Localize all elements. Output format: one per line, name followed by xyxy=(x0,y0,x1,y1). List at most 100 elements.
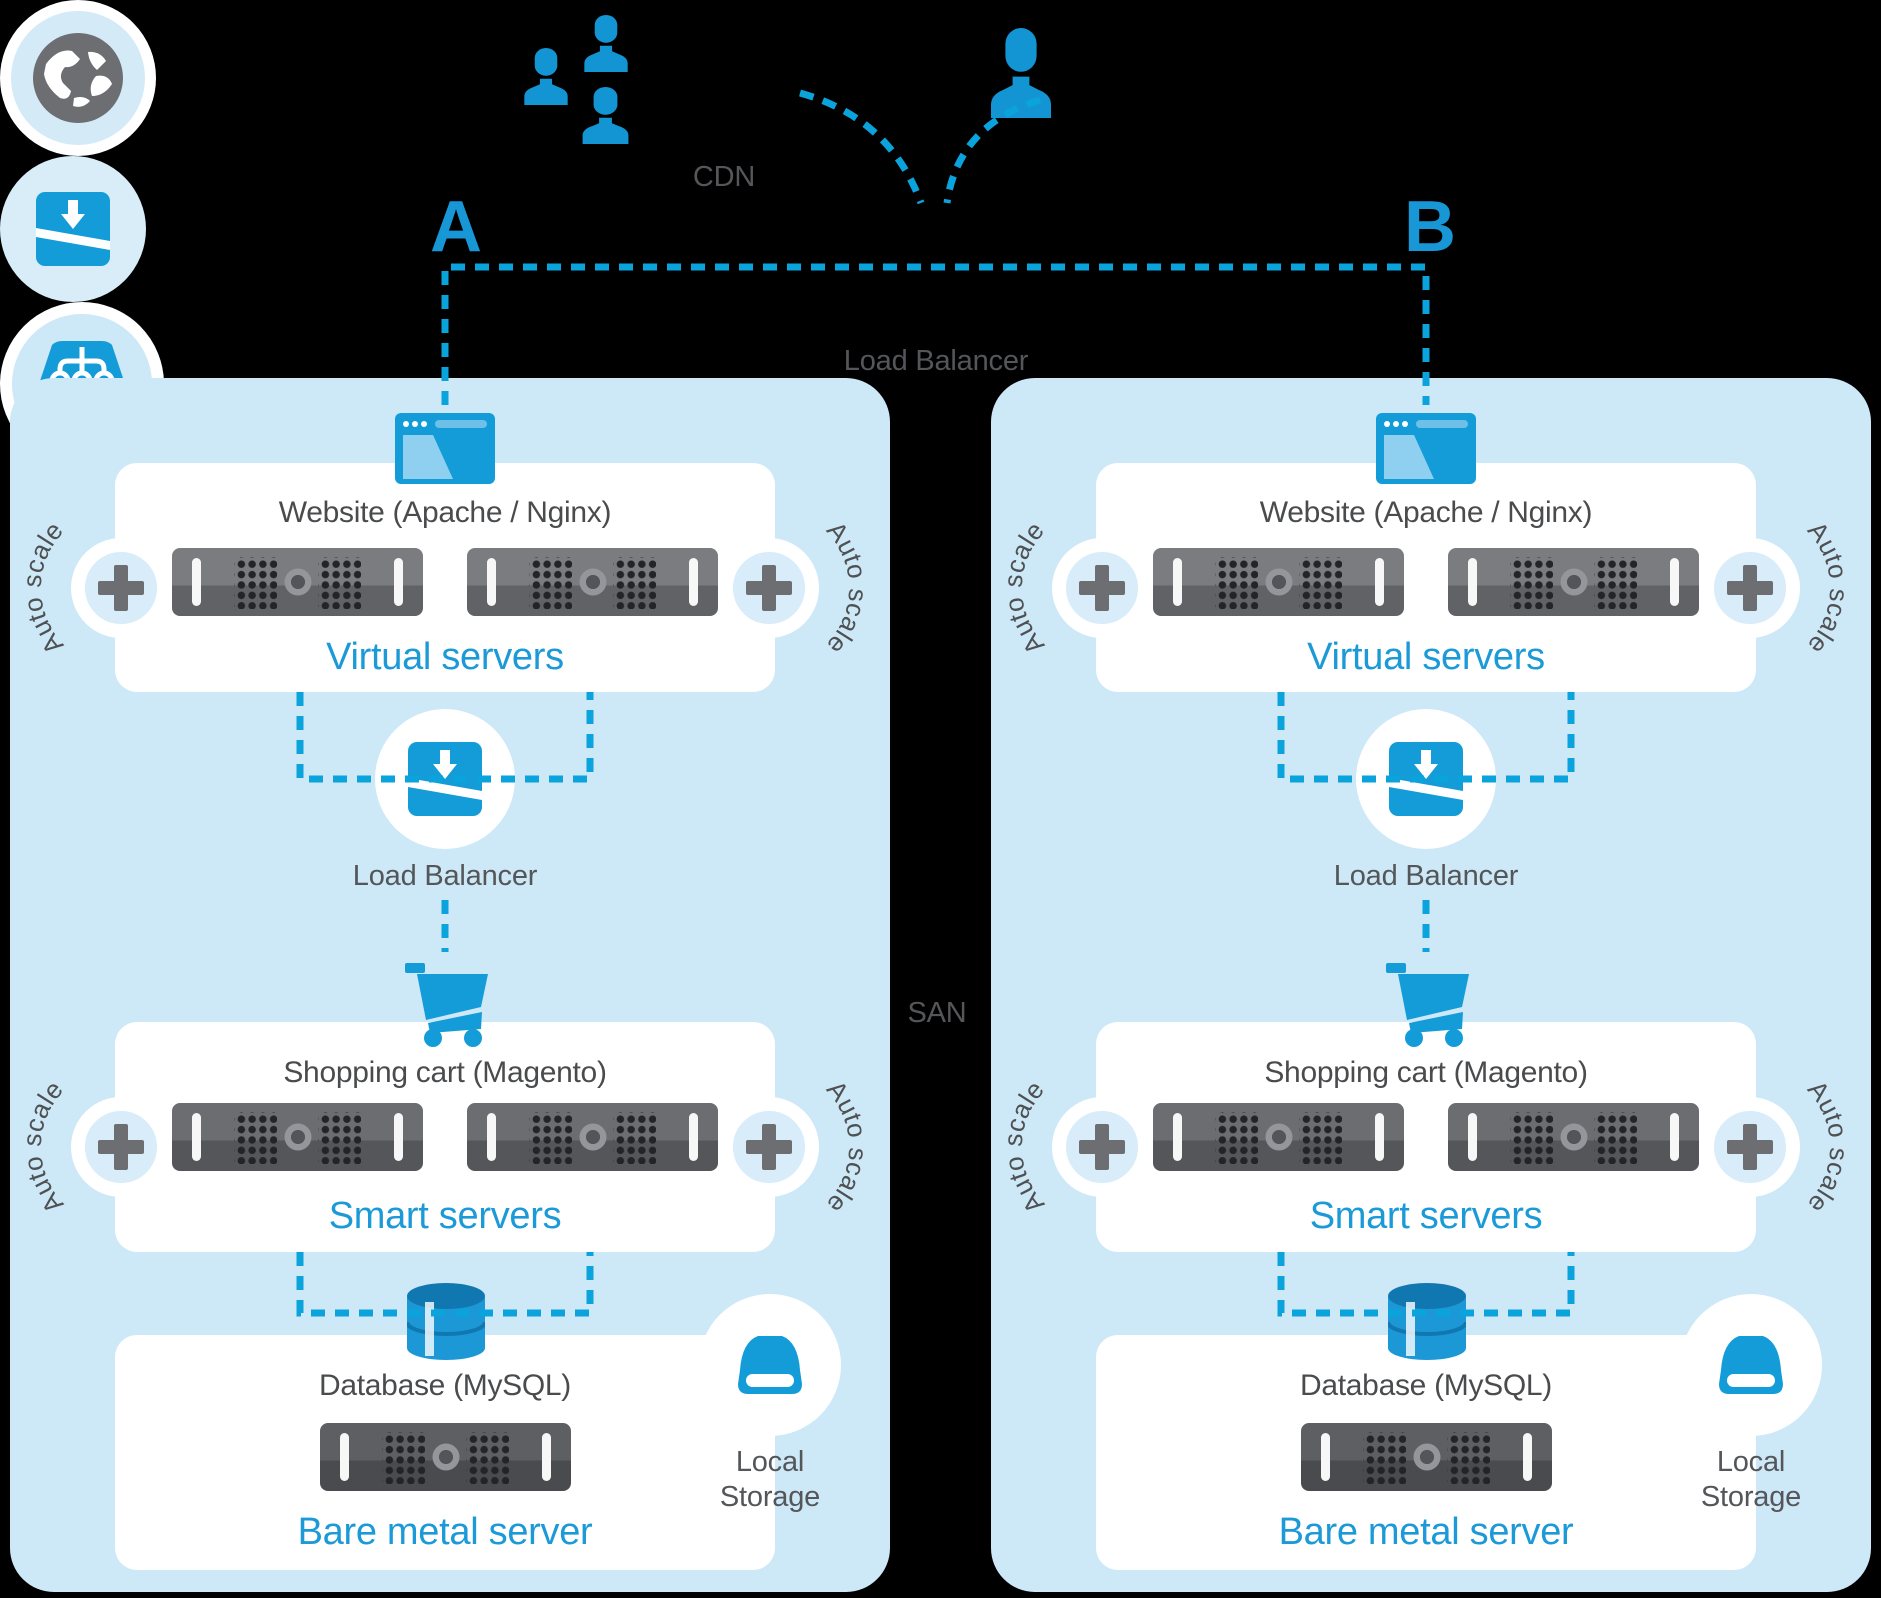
cdn-icon xyxy=(0,0,156,156)
bare-metal-label: Bare metal server xyxy=(297,1511,593,1553)
load-balancer-icon xyxy=(0,156,146,302)
server-vents xyxy=(1510,557,1553,609)
plus-icon xyxy=(1079,1124,1125,1170)
server-rack xyxy=(1153,1103,1404,1171)
plus-icon xyxy=(1727,565,1773,611)
plus-icon xyxy=(1079,565,1125,611)
server-vents xyxy=(318,1112,361,1164)
auto-scale-label: Auto scale xyxy=(1802,1075,1854,1220)
load-balancer-label: Load Balancer xyxy=(352,860,538,892)
branch-a-label: A xyxy=(430,187,482,267)
svg-text:Auto scale: Auto scale xyxy=(821,1075,873,1220)
local-storage-icon xyxy=(699,1294,841,1436)
shopping-cart-icon xyxy=(405,963,488,1047)
server-knob xyxy=(1265,568,1292,596)
server-vents xyxy=(234,1112,277,1164)
user-icon xyxy=(524,48,568,105)
database-title: Database (MySQL) xyxy=(319,1369,571,1402)
hard-drive-icon xyxy=(1719,1336,1783,1394)
server-knob xyxy=(284,568,311,596)
svg-text:Auto scale: Auto scale xyxy=(821,516,873,661)
auto-scale-plus-icon xyxy=(71,1097,171,1197)
smart-servers-label: Smart servers xyxy=(328,1195,562,1237)
svg-text:Auto scale: Auto scale xyxy=(998,1074,1050,1219)
shopping-cart-icon xyxy=(1386,963,1469,1047)
users-group-icon xyxy=(515,10,640,145)
server-vents xyxy=(1594,1112,1637,1164)
auto-scale-label: Auto scale xyxy=(821,516,873,661)
browser-icon xyxy=(395,413,495,484)
server-rack xyxy=(1448,548,1699,616)
globe-icon xyxy=(33,33,123,123)
server-rack xyxy=(172,1103,423,1171)
server-knob xyxy=(1413,1443,1440,1471)
server-vents xyxy=(529,557,572,609)
server-vents xyxy=(1510,1112,1553,1164)
server-vents xyxy=(382,1432,425,1484)
server-vents xyxy=(1215,557,1258,609)
svg-text:Auto scale: Auto scale xyxy=(1802,1075,1854,1220)
server-knob xyxy=(1265,1123,1292,1151)
server-vents xyxy=(1447,1432,1490,1484)
infrastructure-panel-b: Website (Apache / Nginx) Virtual servers… xyxy=(991,378,1871,1592)
auto-scale-label: Auto scale xyxy=(998,1074,1050,1219)
server-vents xyxy=(234,557,277,609)
plus-icon xyxy=(1727,1124,1773,1170)
svg-text:Auto scale: Auto scale xyxy=(17,1074,69,1219)
auto-scale-label: Auto scale xyxy=(821,1075,873,1220)
auto-scale-plus-icon xyxy=(1052,538,1152,638)
auto-scale-plus-icon xyxy=(719,538,819,638)
server-rack xyxy=(467,1103,718,1171)
server-rack xyxy=(467,548,718,616)
hard-drive-icon xyxy=(738,1336,802,1394)
server-knob xyxy=(1560,1123,1587,1151)
user-icon xyxy=(582,87,629,144)
server-vents xyxy=(466,1432,509,1484)
local-storage-label-line1: Local xyxy=(1716,1446,1786,1478)
auto-scale-plus-icon xyxy=(1700,538,1800,638)
cdn-label: CDN xyxy=(692,161,756,193)
local-storage-icon xyxy=(1680,1294,1822,1436)
server-rack xyxy=(1448,1103,1699,1171)
server-rack xyxy=(1301,1423,1552,1491)
server-vents xyxy=(1299,1112,1342,1164)
website-title: Website (Apache / Nginx) xyxy=(278,496,612,529)
server-vents xyxy=(613,1112,656,1164)
load-balancer-label: Load Balancer xyxy=(843,345,1029,377)
database-icon xyxy=(407,1283,485,1360)
shopping-cart-title: Shopping cart (Magento) xyxy=(1264,1056,1588,1089)
svg-text:Auto scale: Auto scale xyxy=(17,515,69,660)
local-storage-label-line2: Storage xyxy=(719,1481,821,1513)
user-icon xyxy=(584,15,628,72)
shopping-cart-title: Shopping cart (Magento) xyxy=(283,1056,607,1089)
server-vents xyxy=(529,1112,572,1164)
infrastructure-panel-a: Website (Apache / Nginx) Virtual servers… xyxy=(10,378,890,1592)
server-rack xyxy=(320,1423,571,1491)
auto-scale-label: Auto scale xyxy=(17,515,69,660)
virtual-servers-label: Virtual servers xyxy=(326,636,564,678)
website-title: Website (Apache / Nginx) xyxy=(1259,496,1593,529)
svg-text:Auto scale: Auto scale xyxy=(998,515,1050,660)
plus-icon xyxy=(746,1124,792,1170)
server-knob xyxy=(579,1123,606,1151)
database-icon xyxy=(1388,1283,1466,1360)
auto-scale-label: Auto scale xyxy=(998,515,1050,660)
svg-text:Auto scale: Auto scale xyxy=(1802,516,1854,661)
server-vents xyxy=(1299,557,1342,609)
browser-icon xyxy=(1376,413,1476,484)
server-rack xyxy=(172,548,423,616)
plus-icon xyxy=(746,565,792,611)
auto-scale-label: Auto scale xyxy=(17,1074,69,1219)
bare-metal-label: Bare metal server xyxy=(1278,1511,1574,1553)
auto-scale-plus-icon xyxy=(71,538,171,638)
san-label: SAN xyxy=(907,997,967,1029)
server-knob xyxy=(579,568,606,596)
local-storage-label-line1: Local xyxy=(735,1446,805,1478)
cdn-to-loadbalancer-line xyxy=(799,89,925,205)
user-icon xyxy=(991,28,1051,118)
local-storage-label-line2: Storage xyxy=(1700,1481,1802,1513)
server-vents xyxy=(613,557,656,609)
virtual-servers-label: Virtual servers xyxy=(1307,636,1545,678)
auto-scale-plus-icon xyxy=(719,1097,819,1197)
